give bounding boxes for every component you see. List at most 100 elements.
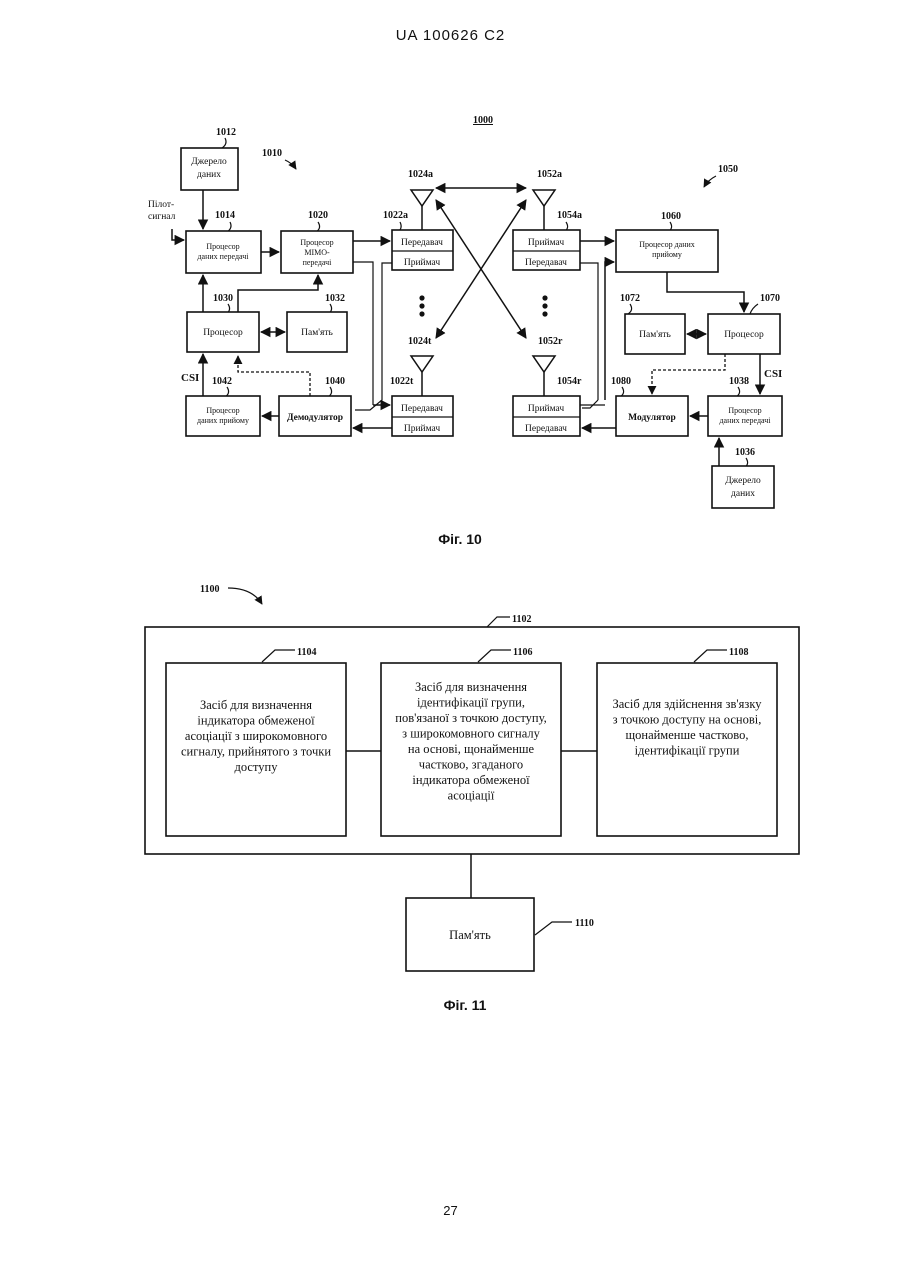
arrow-proc-to-mod-dashed — [652, 354, 725, 394]
arrow-demod-to-proc-dashed — [238, 356, 310, 396]
ref-1106: 1106 — [513, 647, 532, 658]
line-mimo-to-tx-t — [353, 262, 373, 405]
transmitter-a-right-label: Передавач — [525, 258, 567, 268]
line-mod-to-tx-a-right — [582, 400, 598, 408]
ref-1050: 1050 — [718, 164, 738, 175]
t1106-line: Засіб для визначення — [415, 680, 527, 694]
tx-data-processor-right-label-2: даних передачі — [719, 416, 771, 425]
ref-1110: 1110 — [575, 918, 594, 929]
t1106-line: асоціації — [448, 789, 495, 803]
memory-left-label: Пам'ять — [301, 328, 333, 338]
t1104-line: доступу — [235, 760, 279, 774]
memory-right-label: Пам'ять — [639, 330, 671, 340]
mimo-processor-label-3: передачі — [303, 258, 333, 267]
leader-1100 — [228, 588, 262, 604]
leader-1070 — [750, 304, 758, 314]
ref-1000: 1000 — [473, 115, 493, 126]
vertical-dots-left — [419, 295, 424, 316]
ref-1054r: 1054r — [557, 376, 582, 387]
arrow-rxproc-to-proc-right — [667, 272, 744, 312]
ref-1024a: 1024a — [408, 169, 433, 180]
leader-1110 — [535, 922, 572, 935]
vertical-dots-right — [542, 295, 547, 316]
mimo-processor-label-1: Процесор — [300, 238, 333, 247]
ref-1052r: 1052r — [538, 336, 563, 347]
t1108-line: ідентифікації групи — [635, 744, 740, 758]
leader-1010 — [285, 160, 296, 169]
ref-1012: 1012 — [216, 127, 236, 138]
pilot-label-1: Пілот- — [148, 200, 174, 210]
figure-11-caption: Фіг. 11 — [405, 997, 525, 1013]
t1108-line: Засіб для здійснення зв'язку — [613, 697, 763, 711]
ref-1072: 1072 — [620, 293, 640, 304]
data-source-right-box — [712, 466, 774, 508]
receiver-a-right-label: Приймач — [528, 237, 565, 248]
ref-1060: 1060 — [661, 211, 681, 222]
tx-data-processor-label-2: даних передачі — [197, 252, 249, 261]
transmitter-r-right-label: Передавач — [525, 424, 567, 434]
processor-right-label: Процесор — [724, 330, 764, 340]
memory-1110-label: Пам'ять — [449, 928, 491, 942]
ref-1080: 1080 — [611, 376, 631, 387]
ref-1052a: 1052a — [537, 169, 562, 180]
rx-data-processor-right-label-1: Процесор даних — [639, 240, 695, 249]
ref-1022t: 1022t — [390, 376, 414, 387]
antenna-1052r-icon — [533, 356, 555, 372]
receiver-t-left-label: Приймач — [404, 423, 441, 434]
leader-1050 — [704, 176, 716, 187]
t1104-line: індикатора обмеженої — [197, 714, 315, 728]
ref-1020: 1020 — [308, 210, 328, 221]
modulator-label: Модулятор — [628, 413, 676, 423]
line-tx-a-right — [580, 263, 598, 400]
ref-1108: 1108 — [729, 647, 748, 658]
demodulator-label: Демодулятор — [287, 413, 343, 423]
leader-1072 — [628, 304, 632, 314]
tx-data-processor-label-1: Процесор — [206, 242, 239, 251]
t1106-line: індикатора обмеженої — [412, 773, 530, 787]
ref-1102: 1102 — [512, 614, 531, 625]
ref-1100: 1100 — [200, 584, 219, 595]
figure-11: 1100 1102 1104 Засіб для визначення індик… — [145, 584, 799, 971]
t1104-line: сигналу, прийнятого з точки — [181, 745, 331, 759]
csi-right-label: CSI — [764, 368, 782, 380]
antenna-1024a-icon — [411, 190, 433, 206]
ref-1032: 1032 — [325, 293, 345, 304]
ref-1014: 1014 — [215, 210, 235, 221]
pilot-label-2: сигнал — [148, 212, 176, 222]
t1106-line: частково, згаданого — [419, 758, 523, 772]
mimo-processor-label-2: MIMO- — [304, 248, 330, 257]
ref-1030: 1030 — [213, 293, 233, 304]
t1104-line: асоціації з широкомовного — [185, 729, 327, 743]
ref-1042: 1042 — [212, 376, 232, 387]
leader-1012 — [222, 138, 226, 148]
arrow-proc-to-mimo — [238, 275, 318, 312]
t1106-line: на основі, щонайменше — [408, 742, 535, 756]
t1106-line: пов'язаної з точкою доступу, — [395, 711, 546, 725]
data-source-left-label-1: Джерело — [191, 157, 227, 167]
figure-10: 1000 1012 1010 Джерело даних Пілот- сигн… — [148, 115, 782, 508]
t1104-line: Засіб для визначення — [200, 698, 312, 712]
t1108-line: щонайменше частково, — [626, 728, 749, 742]
transmitter-a-left-label: Передавач — [401, 238, 443, 248]
ref-1040: 1040 — [325, 376, 345, 387]
ref-1054a: 1054a — [557, 210, 582, 221]
ref-1070: 1070 — [760, 293, 780, 304]
t1106-line: ідентифікації групи, — [417, 696, 525, 710]
processor-left-label: Процесор — [203, 328, 243, 338]
antenna-1024t-icon — [411, 356, 433, 372]
data-source-left-box — [181, 148, 238, 190]
t1106-line: з широкомовного сигналу — [402, 727, 540, 741]
rx-data-processor-left-label-2: даних прийому — [197, 416, 249, 425]
data-source-left-label-2: даних — [197, 170, 221, 180]
ref-1036: 1036 — [735, 447, 755, 458]
receiver-r-right-label: Приймач — [528, 403, 565, 414]
data-source-right-label-1: Джерело — [725, 476, 761, 486]
ref-1024t: 1024t — [408, 336, 432, 347]
data-source-right-label-2: даних — [731, 489, 755, 499]
antenna-1052a-icon — [533, 190, 555, 206]
figure-10-caption: Фіг. 10 — [400, 531, 520, 547]
ref-1104: 1104 — [297, 647, 316, 658]
page-number: 27 — [0, 1203, 901, 1218]
tx-data-processor-right-label-1: Процесор — [728, 406, 761, 415]
